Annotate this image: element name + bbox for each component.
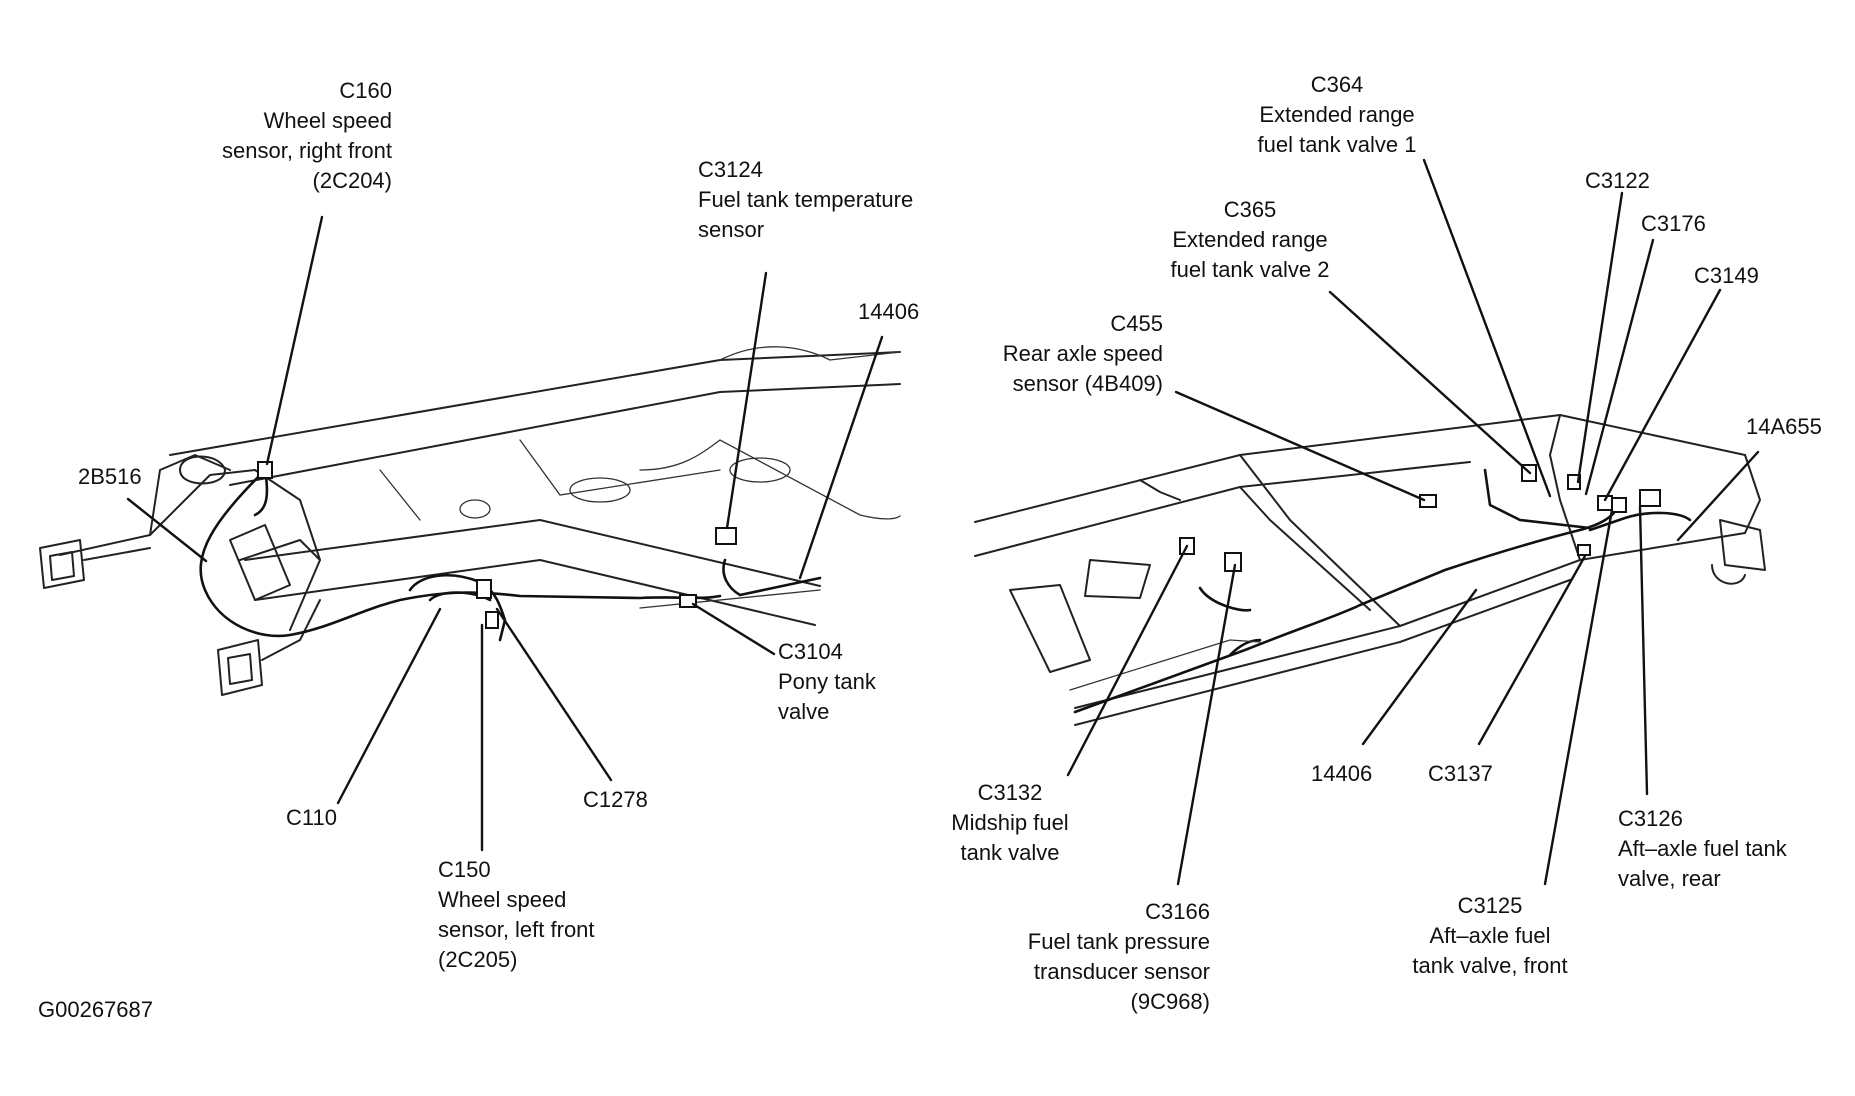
callout-c160-line-2: Wheel speed bbox=[263, 108, 392, 133]
callout-c3137: C3137 bbox=[1428, 759, 1493, 789]
callout-c150-line-3: sensor, left front bbox=[438, 917, 595, 942]
callout-c150: C150 Wheel speed sensor, left front (2C2… bbox=[438, 855, 595, 975]
callout-c3125: C3125 Aft–axle fuel tank valve, front bbox=[1395, 891, 1585, 981]
callout-c3125-line-1: C3125 bbox=[1457, 893, 1523, 918]
callout-c455-line-3: sensor (4B409) bbox=[1012, 371, 1163, 396]
callout-c110: C110 bbox=[286, 803, 337, 833]
callout-c3104-line-1: C3104 bbox=[778, 639, 843, 664]
callout-c365-line-1: C365 bbox=[1223, 197, 1277, 222]
callout-c110-line-1: C110 bbox=[286, 805, 337, 830]
callout-c3126-line-1: C3126 bbox=[1618, 806, 1683, 831]
callout-c365-line-2: Extended range bbox=[1172, 227, 1328, 252]
callout-c3104-line-2: Pony tank bbox=[778, 669, 876, 694]
callout-14406-left: 14406 bbox=[858, 297, 919, 327]
callout-c3122-line-1: C3122 bbox=[1585, 168, 1650, 193]
callout-2b516-line-1: 2B516 bbox=[78, 464, 142, 489]
callout-c364: C364 Extended range fuel tank valve 1 bbox=[1242, 70, 1432, 160]
callout-c3104-line-3: valve bbox=[778, 699, 830, 724]
callout-c3176: C3176 bbox=[1641, 209, 1706, 239]
callout-c3122: C3122 bbox=[1585, 166, 1650, 196]
callout-c364-line-2: Extended range bbox=[1259, 102, 1415, 127]
callout-c364-line-3: fuel tank valve 1 bbox=[1257, 132, 1417, 157]
callout-c1278-line-1: C1278 bbox=[583, 787, 648, 812]
callout-c3132-line-3: tank valve bbox=[960, 840, 1060, 865]
callout-c3166-line-2: Fuel tank pressure bbox=[1027, 929, 1210, 954]
right-leader-lines bbox=[1066, 158, 1760, 886]
callout-c455-line-1: C455 bbox=[1110, 311, 1163, 336]
figure-id-text: G00267687 bbox=[38, 997, 153, 1022]
right-frame-illustration bbox=[974, 414, 1766, 726]
callout-c365-line-3: fuel tank valve 2 bbox=[1170, 257, 1330, 282]
callout-14406-right-line-1: 14406 bbox=[1311, 761, 1373, 786]
callout-c455-line-2: Rear axle speed bbox=[1002, 341, 1163, 366]
callout-c3124-line-2: Fuel tank temperature bbox=[698, 187, 914, 212]
callout-c3125-line-3: tank valve, front bbox=[1412, 953, 1568, 978]
callout-c3126-line-3: valve, rear bbox=[1618, 866, 1721, 891]
callout-c3176-line-1: C3176 bbox=[1641, 211, 1706, 236]
callout-c1278: C1278 bbox=[583, 785, 648, 815]
callout-c3149: C3149 bbox=[1694, 261, 1759, 291]
figure-id: G00267687 bbox=[38, 995, 153, 1025]
callout-c3124: C3124 Fuel tank temperature sensor bbox=[698, 155, 913, 245]
callout-c150-line-1: C150 bbox=[438, 857, 491, 882]
callout-c3149-line-1: C3149 bbox=[1694, 263, 1759, 288]
callout-c160-line-3: sensor, right front bbox=[222, 138, 392, 163]
callout-c160-line-4: (2C204) bbox=[312, 168, 392, 193]
callout-c3137-line-1: C3137 bbox=[1428, 761, 1493, 786]
callout-c365: C365 Extended range fuel tank valve 2 bbox=[1160, 195, 1340, 285]
callout-c3166-line-4: (9C968) bbox=[1130, 989, 1210, 1014]
callout-c3125-line-2: Aft–axle fuel bbox=[1429, 923, 1551, 948]
callout-c455: C455 Rear axle speed sensor (4B409) bbox=[1003, 309, 1163, 399]
callout-c3124-line-3: sensor bbox=[698, 217, 765, 242]
callout-14406-right: 14406 bbox=[1311, 759, 1372, 789]
callout-c3132-line-2: Midship fuel bbox=[951, 810, 1069, 835]
callout-c150-line-4: (2C205) bbox=[438, 947, 518, 972]
callout-14a655: 14A655 bbox=[1746, 412, 1822, 442]
callout-c3166-line-1: C3166 bbox=[1145, 899, 1210, 924]
callout-14a655-line-1: 14A655 bbox=[1746, 414, 1822, 439]
callout-c160: C160 Wheel speed sensor, right front (2C… bbox=[222, 76, 392, 196]
callout-c150-line-2: Wheel speed bbox=[438, 887, 567, 912]
callout-c3126: C3126 Aft–axle fuel tank valve, rear bbox=[1618, 804, 1787, 894]
callout-c3132-line-1: C3132 bbox=[977, 780, 1043, 805]
callout-c3166-line-3: transducer sensor bbox=[1033, 959, 1210, 984]
callout-c3124-line-1: C3124 bbox=[698, 157, 763, 182]
callout-c3126-line-2: Aft–axle fuel tank bbox=[1618, 836, 1787, 861]
callout-c3166: C3166 Fuel tank pressure transducer sens… bbox=[1028, 897, 1210, 1017]
callout-c160-line-1: C160 bbox=[339, 78, 392, 103]
callout-2b516: 2B516 bbox=[78, 462, 142, 492]
callout-c3104: C3104 Pony tank valve bbox=[778, 637, 876, 727]
callout-c364-line-1: C364 bbox=[1310, 72, 1364, 97]
left-leader-lines bbox=[126, 215, 884, 852]
left-frame-illustration bbox=[39, 346, 901, 696]
callout-c3132: C3132 Midship fuel tank valve bbox=[942, 778, 1078, 868]
callout-14406-left-line-1: 14406 bbox=[858, 299, 920, 324]
